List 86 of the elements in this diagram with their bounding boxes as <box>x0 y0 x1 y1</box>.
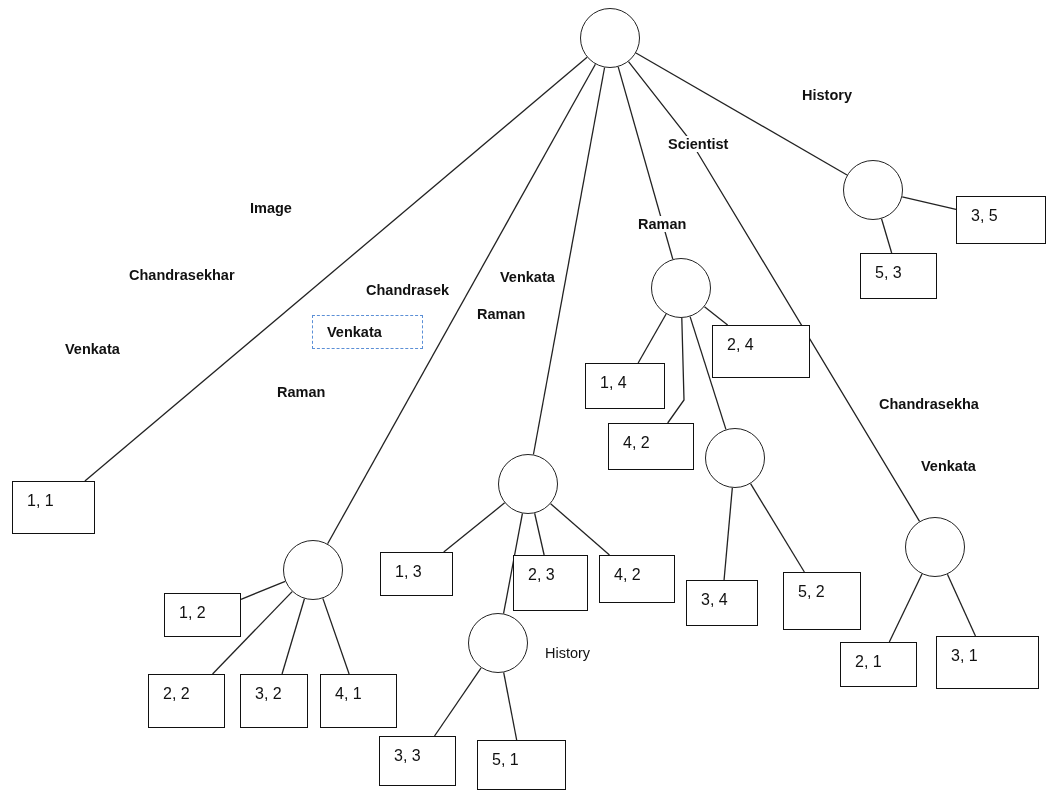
connector-line <box>326 63 597 545</box>
tree-node-circle <box>468 613 528 673</box>
connector-line <box>433 667 482 737</box>
connector-line <box>502 512 524 615</box>
position-text: 3, 2 <box>255 685 282 702</box>
leaf-box <box>783 572 861 630</box>
position-text: 5, 2 <box>798 583 825 600</box>
connector-line <box>749 483 805 573</box>
position-text: 3, 4 <box>701 591 728 608</box>
word-label: Venkata <box>64 341 121 357</box>
position-text: 5, 3 <box>875 264 902 281</box>
connector-line <box>901 196 957 211</box>
edge-label: Raman <box>636 216 689 232</box>
connector-line <box>635 52 848 176</box>
edge-label: Chandrasek <box>364 282 451 298</box>
position-text: 2, 4 <box>727 336 754 353</box>
tree-node-circle <box>843 160 903 220</box>
edge-label: History <box>800 87 854 103</box>
edge-label: Scientist <box>666 136 731 152</box>
leaf-box <box>585 363 665 409</box>
connector-line <box>240 580 286 600</box>
position-text: 1, 1 <box>27 492 54 509</box>
position-text: 3, 3 <box>394 747 421 764</box>
connector-line <box>703 306 729 326</box>
position-text: 2, 3 <box>528 566 555 583</box>
tree-node-circle <box>651 258 711 318</box>
connector-line <box>667 317 685 424</box>
text-box: Venkata <box>312 315 423 349</box>
position-text: 3, 5 <box>971 207 998 224</box>
leaf-box <box>840 642 917 687</box>
word-label: Raman <box>276 384 327 400</box>
position-text: 4, 1 <box>335 685 362 702</box>
connector-line <box>617 66 674 260</box>
connector-line <box>627 60 921 522</box>
leaf-box <box>164 593 241 637</box>
word-label: Venkata <box>920 458 977 474</box>
connector-line <box>689 315 727 431</box>
word-label: Chandrasekha <box>878 396 980 412</box>
leaf-box <box>379 736 456 786</box>
word-label: Chandrasekhar <box>128 267 236 283</box>
leaf-box <box>599 555 675 603</box>
leaf-box <box>956 196 1046 244</box>
word-label: Raman <box>476 306 527 322</box>
leaf-box <box>240 674 308 728</box>
connector-line <box>888 573 923 643</box>
connector-line <box>532 66 606 456</box>
position-text: 4, 2 <box>623 434 650 451</box>
tree-node-circle <box>905 517 965 577</box>
connector-line <box>211 590 293 675</box>
connector-line <box>503 671 518 741</box>
connector-line <box>880 218 893 254</box>
word-label: Image <box>249 200 293 216</box>
connector-line <box>443 502 506 553</box>
leaf-box <box>860 253 937 299</box>
connector-line <box>549 503 611 556</box>
connector-line <box>946 573 977 637</box>
edge-label: Venkata <box>498 269 557 285</box>
leaf-box <box>380 552 453 596</box>
position-text: 4, 2 <box>614 566 641 583</box>
connector-line <box>322 597 350 675</box>
connector-line <box>637 313 667 364</box>
position-text: 2, 2 <box>163 685 190 702</box>
position-text: 5, 1 <box>492 751 519 768</box>
position-text: 3, 1 <box>951 647 978 664</box>
tree-node-circle <box>283 540 343 600</box>
leaf-box <box>320 674 397 728</box>
position-text: 1, 3 <box>395 563 422 580</box>
position-text: 2, 1 <box>855 653 882 670</box>
leaf-box <box>12 481 95 534</box>
connector-line <box>534 512 545 556</box>
leaf-box <box>477 740 566 790</box>
connector-line <box>281 598 306 675</box>
connector-line <box>723 487 733 581</box>
position-text: 1, 2 <box>179 604 206 621</box>
tree-node-circle <box>580 8 640 68</box>
word-label: History <box>544 645 592 661</box>
leaf-box <box>936 636 1039 689</box>
leaf-box <box>686 580 758 626</box>
leaf-box <box>608 423 694 470</box>
tree-node-circle <box>705 428 765 488</box>
leaf-box <box>712 325 810 378</box>
tree-node-circle <box>498 454 558 514</box>
connector-line <box>84 56 588 482</box>
leaf-box <box>513 555 588 611</box>
position-text: 1, 4 <box>600 374 627 391</box>
leaf-box <box>148 674 225 728</box>
